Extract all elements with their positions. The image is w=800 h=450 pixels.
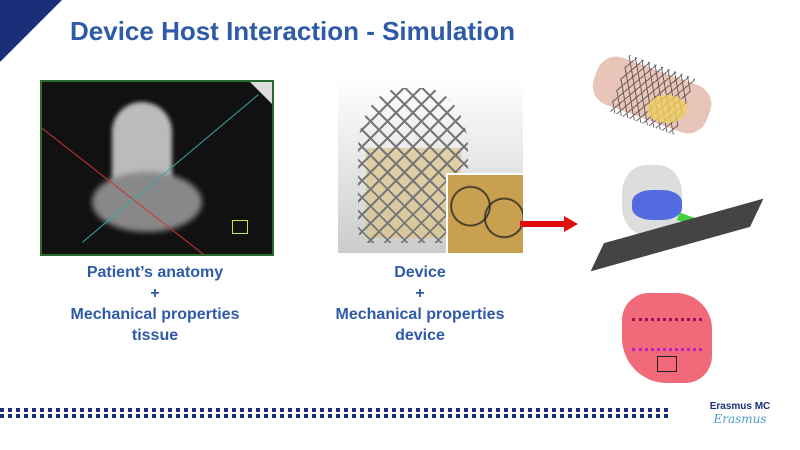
logo-signature: Erasmus [713, 412, 767, 426]
anatomy-caption: Patient’s anatomy + Mechanical propertie… [35, 262, 275, 346]
logo-text: Erasmus MC [709, 401, 771, 412]
slide-title: Device Host Interaction - Simulation [70, 16, 515, 46]
caption-line: device [395, 327, 445, 344]
caption-line: + [150, 285, 160, 302]
caption-line: Patient’s anatomy [86, 264, 224, 281]
erasmus-mc-logo: Erasmus MC Erasmus [700, 401, 780, 426]
simulation-image-vessel-model [612, 288, 722, 388]
arrow-head-icon [564, 216, 578, 232]
caption-line: tissue [131, 327, 179, 344]
ct-scan-image [40, 80, 274, 256]
valve-detail-inset [446, 173, 525, 255]
caption-line: Device [394, 264, 446, 281]
caption-line: Mechanical properties [70, 306, 240, 323]
device-caption: Device + Mechanical properties device [310, 262, 530, 346]
simulation-image-flow [590, 150, 764, 272]
arrow-icon [520, 221, 566, 227]
valve-device-image [338, 78, 525, 255]
dotted-divider [0, 414, 670, 418]
corner-decoration [0, 0, 62, 62]
caption-line: Mechanical properties [335, 306, 505, 323]
dotted-divider [0, 408, 670, 412]
simulation-image-stent-in-vessel [582, 50, 727, 145]
caption-line: + [415, 285, 425, 302]
